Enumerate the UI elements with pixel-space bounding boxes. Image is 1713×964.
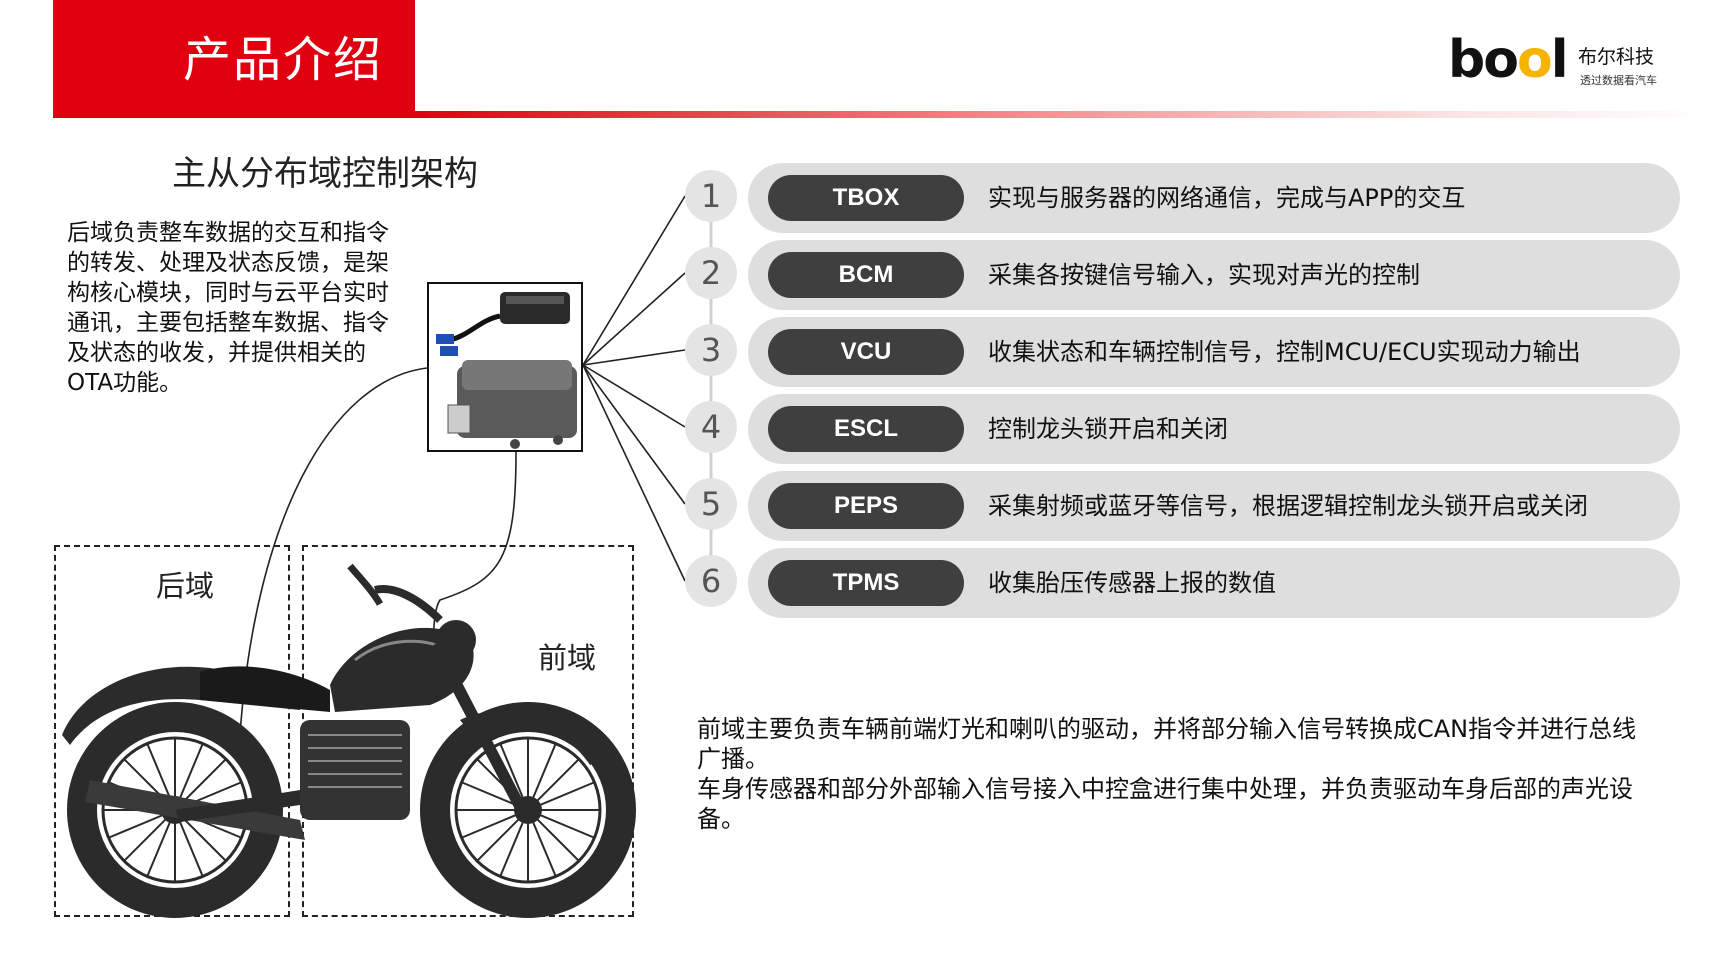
module-desc: 实现与服务器的网络通信，完成与APP的交互 <box>988 184 1466 212</box>
module-row-vcu: VCU 收集状态和车辆控制信号，控制MCU/ECU实现动力输出 <box>748 317 1680 387</box>
motorcycle-illustration <box>62 563 636 918</box>
module-name: TPMS <box>768 560 964 606</box>
rear-domain-description: 后域负责整车数据的交互和指令的转发、处理及状态反馈，是架构核心模块，同时与云平台… <box>67 220 389 396</box>
module-row-peps: PEPS 采集射频或蓝牙等信号，根据逻辑控制龙头锁开启或关闭 <box>748 471 1680 541</box>
module-name: ESCL <box>768 406 964 452</box>
company-name: 布尔科技 <box>1578 46 1655 68</box>
module-number: 4 <box>685 401 737 453</box>
front-desc-line: 前域主要负责车辆前端灯光和喇叭的驱动，并将部分输入信号转换成CAN指令并进行总线… <box>697 715 1637 773</box>
module-desc: 采集各按键信号输入，实现对声光的控制 <box>988 261 1420 289</box>
rear-domain-label: 后域 <box>156 569 215 603</box>
connector-lines <box>239 195 686 736</box>
module-number: 2 <box>685 247 737 299</box>
front-domain-description: 前域主要负责车辆前端灯光和喇叭的驱动，并将部分输入信号转换成CAN指令并进行总线… <box>697 714 1657 834</box>
module-name: BCM <box>768 252 964 298</box>
header-divider <box>415 111 1713 118</box>
front-desc-line: 车身传感器和部分外部输入信号接入中控盒进行集中处理，并负责驱动车身后部的声光设备… <box>697 775 1633 833</box>
central-control-unit <box>427 282 583 452</box>
module-name: PEPS <box>768 483 964 529</box>
header-banner: 产品介绍 <box>53 0 415 118</box>
architecture-title: 主从分布域控制架构 <box>172 154 478 194</box>
logo-wordmark: bool <box>1448 30 1569 90</box>
module-desc: 采集射频或蓝牙等信号，根据逻辑控制龙头锁开启或关闭 <box>988 492 1588 520</box>
module-name: TBOX <box>768 175 964 221</box>
module-number: 1 <box>685 170 737 222</box>
module-desc: 控制龙头锁开启和关闭 <box>988 415 1228 443</box>
module-number: 5 <box>685 478 737 530</box>
module-name: VCU <box>768 329 964 375</box>
module-row-escl: ESCL 控制龙头锁开启和关闭 <box>748 394 1680 464</box>
module-row-tbox: TBOX 实现与服务器的网络通信，完成与APP的交互 <box>748 163 1680 233</box>
module-number: 6 <box>685 555 737 607</box>
module-row-bcm: BCM 采集各按键信号输入，实现对声光的控制 <box>748 240 1680 310</box>
module-desc: 收集状态和车辆控制信号，控制MCU/ECU实现动力输出 <box>988 338 1581 366</box>
module-row-tpms: TPMS 收集胎压传感器上报的数值 <box>748 548 1680 618</box>
module-desc: 收集胎压传感器上报的数值 <box>988 569 1276 597</box>
company-slogan: 透过数据看汽车 <box>1580 74 1657 87</box>
front-domain-label: 前域 <box>538 641 597 675</box>
bool-logo: bool 布尔科技 透过数据看汽车 <box>1448 34 1688 94</box>
module-number: 3 <box>685 324 737 376</box>
device-illustration <box>436 292 577 449</box>
page-title: 产品介绍 <box>183 32 384 88</box>
